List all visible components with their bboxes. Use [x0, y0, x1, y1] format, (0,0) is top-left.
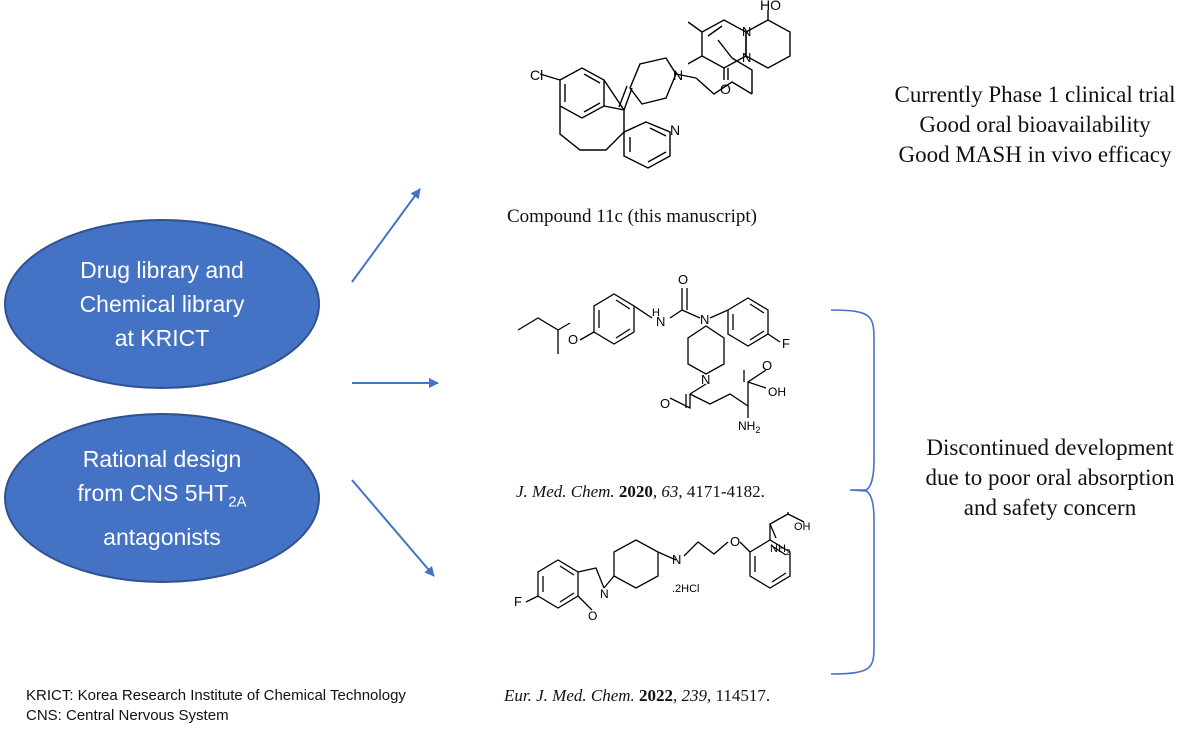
atom-n-ring-1: N — [742, 24, 751, 39]
discontinued-text: Discontinued development due to poor ora… — [900, 433, 1200, 523]
atom-nh2: NH2 — [738, 419, 760, 435]
footnote-krict: KRICT: Korea Research Institute of Chemi… — [26, 687, 406, 704]
ejmc2022-comma2: , — [707, 686, 712, 705]
drug-library-line3: at KRICT — [114, 325, 210, 351]
atom-o-isoxazole: O — [588, 609, 597, 623]
atom-o-acid: O — [762, 358, 772, 373]
atom-n-pyridine: N — [670, 122, 680, 138]
discontinued-line1: Discontinued development — [926, 435, 1174, 460]
rational-design-line2-subscript: 2A — [228, 493, 247, 511]
rational-design-ellipse: Rational design from CNS 5HT2A antagonis… — [4, 413, 320, 583]
jmc2020-pages: 4171-4182. — [686, 482, 765, 501]
discontinued-line3: and safety concern — [963, 495, 1137, 520]
atom-o-ether: O — [730, 534, 740, 549]
ejmc2022-year: 2022 — [639, 686, 674, 705]
atom-f: F — [514, 594, 522, 609]
ejmc2022-pages: 114517. — [715, 686, 771, 705]
rational-design-line2: from CNS 5HT2A — [77, 476, 246, 520]
atom-h: H — [652, 307, 660, 319]
rational-design-line3: antagonists — [103, 523, 221, 550]
arrow-to-ejmc2022 — [351, 479, 435, 577]
jmc2020-year: 2020 — [618, 482, 653, 501]
atom-n-urea: N — [700, 312, 709, 327]
atom-o-amide: O — [660, 396, 670, 411]
atom-n-ring-2: N — [742, 50, 751, 65]
rational-design-line1: Rational design — [82, 446, 242, 473]
atom-oh: OH — [768, 385, 786, 399]
compound-11c-caption: Compound 11c (this manuscript) — [507, 206, 757, 227]
drug-library-line2: Chemical library — [79, 291, 245, 317]
rational-design-line2-text: from CNS 5HT — [77, 480, 229, 507]
footnotes: KRICT: Korea Research Institute of Chemi… — [26, 686, 406, 726]
note-phase1: Currently Phase 1 clinical trial — [894, 82, 1176, 107]
atom-n-piperidine: N — [673, 67, 683, 83]
atom-nh2: NH2 — [770, 543, 791, 557]
ejmc2022-volume: 239 — [681, 686, 708, 705]
structure-ejmc2022: F N O N .2HCl O O OH NH2 — [514, 512, 811, 623]
compound-11c-notes: Currently Phase 1 clinical trial Good or… — [870, 80, 1200, 170]
discontinued-line2: due to poor oral absorption — [925, 465, 1175, 490]
atom-n-piperidine: N — [701, 372, 710, 387]
jmc2020-comma2: , — [678, 482, 683, 501]
ejmc2022-journal: Eur. J. Med. Chem. — [504, 686, 635, 705]
atom-nh2-sub: 2 — [786, 548, 791, 557]
note-bioavailability: Good oral bioavailability — [919, 112, 1151, 137]
drug-library-line1: Drug library and — [80, 257, 244, 283]
structure-jmc2020: O H N O N F N O O OH NH2 — [517, 272, 790, 435]
structure-compound-11c: Cl N N — [530, 39, 753, 169]
atom-f: F — [782, 336, 790, 351]
atom-o-urea: O — [678, 272, 688, 287]
atom-nh2-text: NH — [770, 543, 786, 555]
footnote-cns: CNS: Central Nervous System — [26, 707, 229, 724]
atom-ho: HO — [760, 0, 781, 13]
atom-cl: Cl — [530, 67, 543, 83]
jmc2020-journal: J. Med. Chem. — [516, 482, 615, 501]
ejmc2022-citation: Eur. J. Med. Chem. 2022, 239, 114517. — [504, 686, 770, 706]
jmc2020-volume: 63 — [661, 482, 679, 501]
ejmc2022-comma1: , — [673, 686, 678, 705]
atom-nh2-sub: 2 — [755, 425, 760, 435]
arrow-to-compound-11c — [351, 188, 421, 283]
drug-library-ellipse: Drug library and Chemical library at KRI… — [4, 219, 320, 389]
jmc2020-comma1: , — [652, 482, 658, 501]
atom-n-h: N — [656, 314, 665, 329]
atom-n-isoxazole: N — [600, 587, 609, 601]
brace — [830, 309, 875, 675]
jmc2020-citation: J. Med. Chem. 2020, 63, 4171-4182. — [516, 482, 765, 502]
atom-o-ether: O — [568, 332, 578, 347]
hcl-salt: .2HCl — [672, 583, 700, 595]
atom-oh: OH — [794, 521, 811, 533]
atom-nh2-text: NH — [738, 419, 755, 433]
atom-n-piperidine: N — [672, 552, 681, 567]
atom-o-carbonyl: O — [720, 81, 731, 97]
structure-compound-11c-bicyclic: HO O N N — [688, 0, 791, 97]
note-mash-efficacy: Good MASH in vivo efficacy — [898, 142, 1172, 167]
